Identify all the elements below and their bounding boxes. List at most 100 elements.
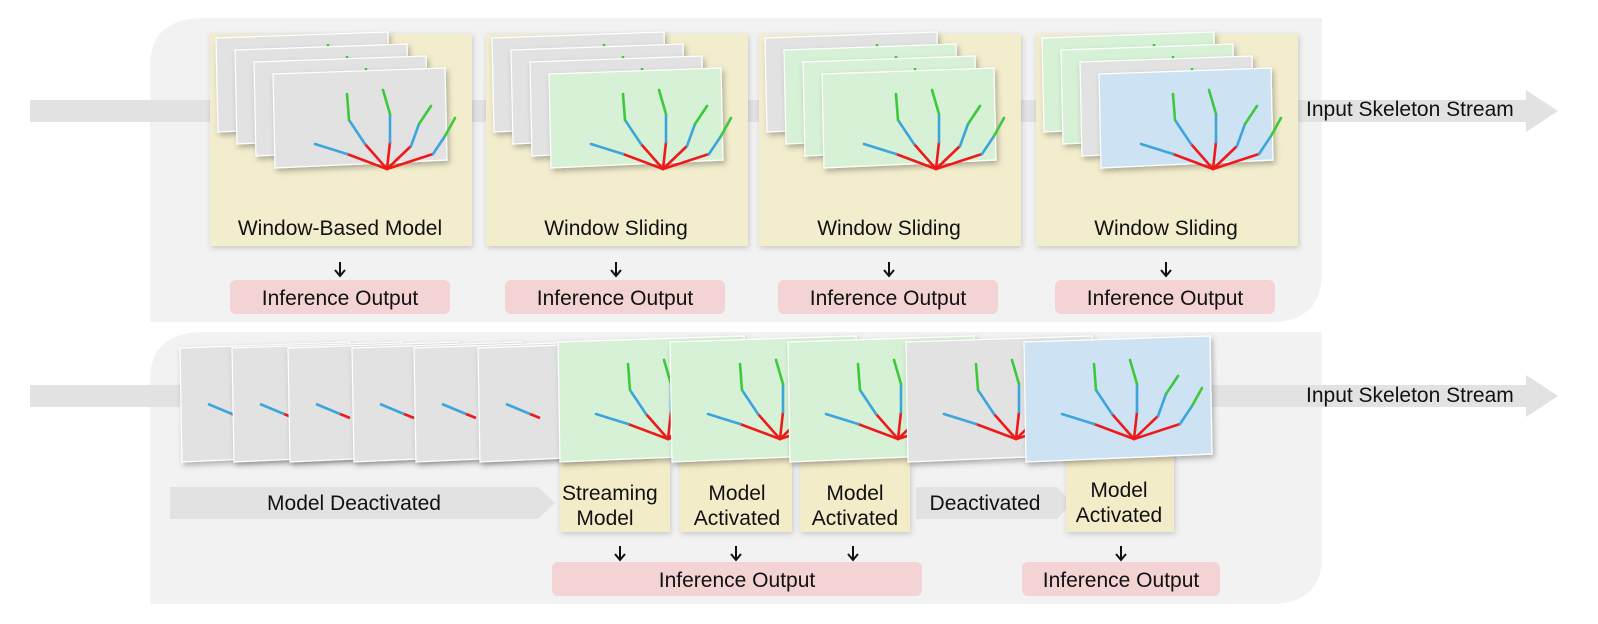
- skeleton-bone: [465, 412, 477, 420]
- skeleton-bone: [505, 402, 531, 416]
- skeleton-bone: [1164, 374, 1180, 396]
- inference-output-box: [230, 280, 450, 314]
- skeleton-bone: [896, 410, 903, 441]
- top-output-boxes: [230, 280, 1275, 314]
- window-title: Window Sliding: [817, 217, 961, 240]
- skeleton-bone: [431, 134, 447, 156]
- bottom-output-boxes: [552, 562, 1220, 596]
- inference-output-label: Inference Output: [261, 287, 419, 310]
- deactivated-banners: [170, 487, 1072, 519]
- skeleton-bone: [1257, 134, 1273, 156]
- skeleton-bone: [1139, 142, 1175, 156]
- model-activated-label: Model Activated: [693, 482, 781, 530]
- down-arrow-head: [1115, 553, 1127, 562]
- down-arrow-head: [614, 553, 626, 562]
- skeleton-bone: [417, 104, 433, 126]
- skeleton-bone: [666, 410, 673, 441]
- down-arrow-head: [334, 269, 346, 278]
- skeleton-bone: [874, 412, 900, 441]
- skeleton-bone: [934, 152, 984, 171]
- skeleton-bone: [347, 118, 367, 146]
- skeleton-bone: [992, 116, 1006, 138]
- window-title: Window Sliding: [544, 217, 688, 240]
- skeleton-bone: [621, 92, 627, 122]
- skeleton-bone: [1190, 386, 1204, 408]
- skeleton-bone: [315, 402, 341, 416]
- inference-output-label: Inference Output: [1086, 287, 1244, 310]
- skeleton-bone: [626, 422, 670, 441]
- skeleton-bone: [858, 388, 878, 416]
- down-arrow-head: [730, 553, 742, 562]
- top-window-group: [210, 31, 1298, 246]
- skeleton-bone: [892, 358, 903, 386]
- skeleton-bone: [662, 358, 673, 386]
- skeleton-bone: [1171, 92, 1177, 122]
- skeleton-bone: [1094, 388, 1114, 416]
- bottom-frame-stack: [179, 335, 1213, 463]
- skeleton-bone: [661, 140, 668, 171]
- skeleton-bone: [1128, 358, 1139, 386]
- skeleton-bone: [345, 92, 351, 122]
- skeleton-frame: [1023, 335, 1213, 463]
- inference-output-label: Inference Output: [809, 287, 967, 310]
- skeleton-bone: [856, 422, 900, 441]
- deactivated-banner: [916, 487, 1072, 519]
- skeleton-bone: [894, 92, 900, 122]
- skeleton-bone: [441, 402, 467, 416]
- bottom-stream-label: Input Skeleton Stream: [1306, 384, 1514, 407]
- skeleton-bone: [626, 362, 632, 392]
- skeleton-bone: [1171, 152, 1215, 171]
- skeleton-bone: [685, 122, 697, 148]
- skeleton-bone: [707, 134, 723, 156]
- model-deactivated-banner: [170, 487, 555, 519]
- skeleton-bone: [934, 144, 962, 171]
- skeleton-bone: [1243, 104, 1259, 126]
- bottom-down-arrows: [614, 546, 1127, 562]
- skeleton-bone: [409, 122, 421, 148]
- skeleton-bone: [403, 412, 415, 420]
- skeleton-bone: [824, 412, 860, 426]
- down-arrow-head: [883, 269, 895, 278]
- skeleton-bone: [623, 118, 643, 146]
- skeleton-bone: [529, 412, 541, 420]
- skeleton-bone: [1092, 362, 1098, 392]
- skeleton-bone: [1269, 116, 1283, 138]
- skeleton-bone: [1092, 422, 1136, 441]
- model-activated-label: Model Activated: [811, 482, 899, 530]
- down-arrow-head: [1160, 269, 1172, 278]
- skeleton-bone: [661, 152, 711, 171]
- down-arrow-head: [610, 269, 622, 278]
- skeleton-bone: [934, 140, 941, 171]
- skeleton-bone: [207, 402, 233, 416]
- skeleton-bone: [1235, 122, 1247, 148]
- skeleton-bone: [381, 88, 392, 116]
- inference-output-box: [1022, 562, 1220, 596]
- skeleton-bone: [385, 144, 413, 171]
- inference-output-box: [552, 562, 922, 596]
- skeleton-bone: [639, 142, 665, 171]
- skeleton-bone: [259, 402, 285, 416]
- skeleton-frame: [272, 67, 448, 169]
- skeleton-bone: [1211, 144, 1239, 171]
- window-title: Window-Based Model: [237, 217, 443, 240]
- skeleton-bone: [778, 410, 785, 441]
- deactivated-label: Deactivated: [929, 492, 1041, 515]
- skeleton-bone: [443, 116, 457, 138]
- model-activated-label: Model Activated: [1075, 479, 1163, 527]
- inference-output-label: Inference Output: [658, 569, 816, 592]
- skeleton-bone: [594, 412, 630, 426]
- skeleton-bone: [856, 362, 862, 392]
- skeleton-bone: [738, 422, 782, 441]
- skeleton-bone: [1014, 410, 1021, 441]
- skeleton-bone: [1132, 410, 1139, 441]
- skeleton-bone: [894, 152, 938, 171]
- skeleton-bone: [621, 152, 665, 171]
- skeleton-bone: [589, 142, 625, 156]
- top-down-arrows: [334, 262, 1172, 278]
- skeleton-bone: [1178, 404, 1194, 426]
- skeleton-bone: [363, 142, 389, 171]
- skeleton-bone: [1110, 412, 1136, 441]
- skeleton-bone: [1156, 392, 1168, 418]
- skeleton-frame: [1098, 67, 1274, 169]
- skeleton-bone: [740, 388, 760, 416]
